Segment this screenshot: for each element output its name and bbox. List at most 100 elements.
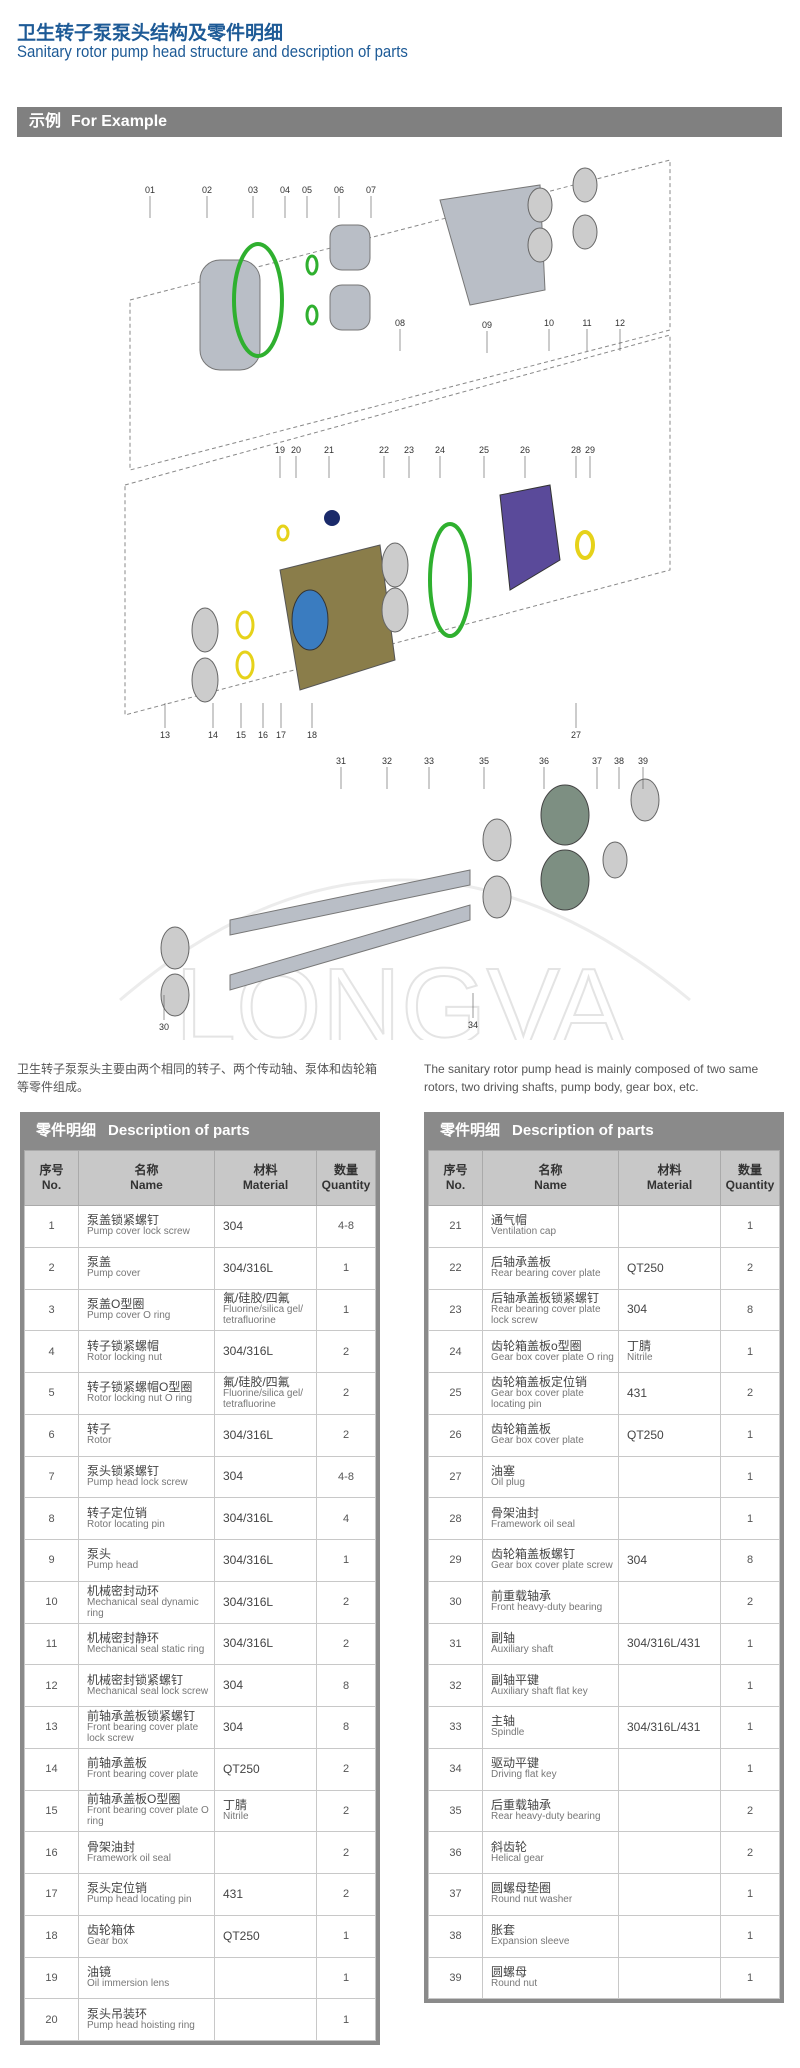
part-number: 24 <box>428 1330 483 1373</box>
part-label: 32 <box>382 756 392 766</box>
part-name-en: Pump cover lock screw <box>87 1226 190 1238</box>
part-name-en: Gear box cover plate screw <box>491 1560 613 1572</box>
material-en: Nitrile <box>627 1351 653 1363</box>
part-name-cn: 油塞 <box>491 1463 516 1478</box>
material-cn: 304/316L <box>223 1594 274 1609</box>
material-cn: 304 <box>627 1552 648 1567</box>
material-cn: 304/316L/431 <box>627 1719 701 1734</box>
part-quantity: 1 <box>720 1205 780 1248</box>
part-label: 28 <box>571 445 581 455</box>
part-name-cn: 齿轮箱盖板定位销 <box>491 1374 588 1389</box>
part-name-cn: 转子锁紧螺帽O型圈 <box>87 1380 193 1395</box>
front-cover-o-ring <box>235 610 255 640</box>
part-name-en: Pump head lock screw <box>87 1476 188 1488</box>
part-name-en: Framework oil seal <box>491 1518 575 1530</box>
table-title-en: Description of parts <box>108 1122 250 1139</box>
framework-oil-seal <box>575 530 595 560</box>
part-material <box>618 1956 721 2000</box>
part-name-en: Pump cover O ring <box>87 1309 171 1321</box>
col-material-header-cn: 材料 <box>253 1163 278 1177</box>
material-cn: 304/316L/431 <box>627 1636 701 1651</box>
part-name-en: Gear box cover plate locating pin <box>491 1387 584 1410</box>
part-name-cn: 圆螺母 <box>491 1964 528 1979</box>
part-material: 304 <box>214 1664 317 1707</box>
part-number: 15 <box>24 1789 79 1833</box>
material-en: Nitrile <box>223 1810 249 1822</box>
part-number: 11 <box>24 1622 79 1666</box>
part-quantity: 1 <box>720 1873 780 1916</box>
col-material-header-en: Material <box>646 1178 693 1192</box>
part-quantity: 1 <box>720 1956 780 2000</box>
part-quantity: 1 <box>720 1706 780 1749</box>
material-cn: 氟/硅胶/四氟 <box>223 1374 290 1389</box>
part-name-en: Oil immersion lens <box>87 1977 170 1989</box>
part-name-en: Gear box cover plate <box>491 1435 584 1447</box>
part-number: 28 <box>428 1497 483 1540</box>
part-name-cn: 驱动平键 <box>491 1756 540 1771</box>
part-label: 08 <box>395 318 405 328</box>
part-label: 31 <box>336 756 346 766</box>
part-quantity: 2 <box>720 1831 780 1874</box>
rotor-nut-o-ring <box>305 304 319 326</box>
part-name-en: Auxiliary shaft flat key <box>491 1685 588 1697</box>
part-label: 23 <box>404 445 414 455</box>
part-name-en: Framework oil seal <box>87 1852 171 1864</box>
assembly-frame-2 <box>124 334 671 716</box>
part-label: 05 <box>302 185 312 195</box>
part-label: 25 <box>479 445 489 455</box>
part-material: QT250 <box>214 1914 317 1958</box>
material-cn: 氟/硅胶/四氟 <box>223 1291 290 1306</box>
part-name-en: Rear bearing cover plate lock screw <box>491 1304 601 1327</box>
part-number: 20 <box>24 1998 79 2041</box>
part-name-cn: 前轴承盖板锁紧螺钉 <box>87 1708 196 1723</box>
part-name-en: Mechanical seal dynamic ring <box>87 1596 199 1619</box>
part-label: 12 <box>615 318 625 328</box>
part-name-en: Front bearing cover plate lock screw <box>87 1721 199 1744</box>
part-name-cn: 主轴 <box>491 1714 516 1729</box>
col-material-header-cn: 材料 <box>657 1163 682 1177</box>
part-name-cn: 泵盖 <box>87 1255 112 1270</box>
part-material: 304/316L <box>214 1413 317 1457</box>
helical-gear <box>540 784 590 846</box>
intro-text-cn: 卫生转子泵泵头主要由两个相同的转子、两个传动轴、泵体和齿轮箱等零件组成。 <box>17 1062 378 1094</box>
col-quantity-header-en: Quantity <box>725 1178 775 1192</box>
part-name-en: Mechanical seal static ring <box>87 1643 205 1655</box>
part-name-en: Pump head locating pin <box>87 1894 192 1906</box>
part-name-en: Expansion sleeve <box>491 1936 570 1948</box>
part-quantity: 1 <box>720 1497 780 1540</box>
part-name-cn: 泵盖锁紧螺钉 <box>87 1213 160 1228</box>
part-label: 35 <box>479 756 489 766</box>
part-name-cn: 齿轮箱盖板螺钉 <box>491 1547 576 1562</box>
part-quantity: 2 <box>316 1789 376 1833</box>
part-label: 17 <box>276 730 286 740</box>
rotor-top <box>329 224 371 271</box>
part-number: 2 <box>24 1246 79 1290</box>
part-quantity: 8 <box>316 1706 376 1749</box>
part-label: 04 <box>280 185 290 195</box>
part-number: 1 <box>24 1205 79 1248</box>
bearing-cover-plate <box>191 657 219 703</box>
part-number: 33 <box>428 1706 483 1749</box>
part-label: 29 <box>585 445 595 455</box>
material-cn: 304/316L <box>223 1344 274 1359</box>
part-name-en: Helical gear <box>491 1852 544 1864</box>
part-quantity: 1 <box>316 1956 376 2000</box>
